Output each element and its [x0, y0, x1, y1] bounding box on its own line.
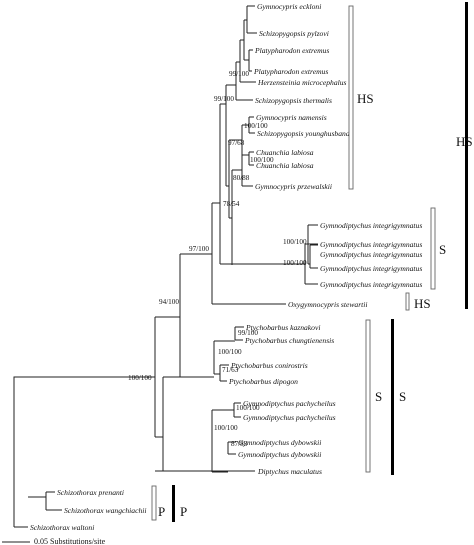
- hs-small-bar: [405, 292, 410, 311]
- branch-node-g4: [242, 152, 250, 165]
- group-labels: HS S HS HS S S P P: [158, 91, 473, 519]
- s-inner-bar: [430, 207, 436, 290]
- taxon-label: Schizopygopsis pylzovi: [259, 29, 329, 38]
- p-right-bar: [172, 485, 175, 522]
- branch-node-p2: [214, 327, 236, 342]
- support-value: 100/100: [283, 238, 307, 246]
- hs-right-bar: [465, 2, 468, 309]
- taxon-label: Gymnodiptychus dybowskii: [238, 438, 321, 447]
- branch-node-g3: [242, 117, 250, 133]
- support-value: 78/54: [223, 200, 240, 208]
- branch-node-h1: [236, 40, 241, 82]
- branch-node-h0: [240, 20, 245, 60]
- support-value: 100/100: [128, 374, 152, 382]
- support-value: 100/100: [250, 156, 274, 164]
- branch-node-outgroup: [28, 492, 47, 510]
- taxon-label: Chuanchia labiosa: [256, 148, 314, 157]
- branch-node-h3: [226, 62, 237, 100]
- branch-node-h6: [229, 170, 233, 265]
- support-value: 100/100: [283, 259, 307, 267]
- taxon-label: Chuanchia labiosa: [256, 161, 314, 170]
- branch-node-d1: [163, 410, 213, 472]
- support-value: 87/83: [231, 440, 248, 448]
- branch-node-h7: [232, 155, 243, 186]
- branch-node-i3: [308, 245, 311, 268]
- s-mid-bar: [365, 319, 371, 473]
- s-right-bar: [391, 319, 394, 475]
- support-value: 80/88: [233, 174, 250, 182]
- support-value: 71/63: [222, 366, 239, 374]
- taxon-label: Gymnodiptychus integrigymnatus: [320, 250, 422, 259]
- taxon-label: Schizothorax prenanti: [57, 488, 124, 497]
- branch-node-hs: [220, 85, 227, 186]
- branch-node-i1: [220, 244, 306, 284]
- taxon-label: Ptychobarbus kaznakovi: [245, 323, 320, 332]
- root-branch: [13, 376, 28, 527]
- branch-node-p3: [214, 365, 221, 381]
- support-value: 99/100: [214, 95, 234, 103]
- taxon-label: Gymnodiptychus pachycheilus: [243, 399, 336, 408]
- branch-node-c: [155, 254, 181, 377]
- taxon-label: Gymnocypris namensis: [256, 113, 327, 122]
- taxon-labels: Gymnocypris eckloni Schizopygopsis pylzo…: [30, 2, 422, 532]
- taxon-label: Gymnodiptychus dybowskii: [238, 450, 321, 459]
- support-value: 99/100: [229, 70, 249, 78]
- support-value: 100/100: [244, 122, 268, 130]
- taxon-label: Ptychobarbus chungtienensis: [244, 336, 334, 345]
- taxon-label: Oxygymnocypris stewartii: [288, 300, 368, 309]
- taxon-label: Platypharodon extremus: [253, 67, 328, 76]
- support-values: 99/100 99/100 100/100 97/68 100/100 80/8…: [128, 70, 307, 448]
- branch-node-g1: [244, 6, 248, 33]
- hs-small-label: HS: [414, 296, 431, 311]
- taxon-label: Diptychus maculatus: [257, 467, 322, 476]
- s-mid-label: S: [375, 389, 382, 404]
- hs-right-label: HS: [456, 134, 473, 149]
- scale-bar: 0.05 Substitutions/site: [2, 537, 106, 545]
- hs-inner-bar: [348, 5, 354, 190]
- taxon-label: Schizothorax wangchiachii: [64, 506, 146, 515]
- support-value: 100/100: [236, 404, 260, 412]
- tree-branches: [13, 5, 318, 528]
- scale-bar-label: 0.05 Substitutions/site: [34, 537, 106, 545]
- branch-node-p1: [163, 341, 215, 378]
- hs-inner-label: HS: [357, 91, 374, 106]
- p-left-bar: [151, 485, 157, 521]
- taxon-label: Gymnodiptychus pachycheilus: [243, 413, 336, 422]
- branch-node-g2: [244, 50, 250, 71]
- branch-node-d3: [212, 442, 229, 473]
- support-value: 97/68: [228, 139, 245, 147]
- p-left-label: P: [158, 504, 165, 519]
- taxon-label: Schizothorax waltoni: [30, 523, 94, 532]
- support-value: 94/100: [159, 298, 179, 306]
- support-value: 99/100: [238, 329, 258, 337]
- support-value: 100/100: [218, 348, 242, 356]
- branch-node-f: [155, 377, 164, 471]
- taxon-label: Schizopygopsis thermalis: [255, 96, 332, 105]
- taxon-label: Gymnocypris przewalskii: [255, 182, 332, 191]
- support-value: 100/100: [214, 424, 238, 432]
- taxon-label: Herzensteinia microcephalus: [257, 78, 347, 87]
- s-inner-label: S: [439, 242, 446, 257]
- branch-node-h5: [226, 140, 230, 218]
- taxon-label: Gymnodiptychus integrigymnatus: [320, 240, 422, 249]
- support-value: 97/100: [189, 245, 209, 253]
- p-right-label: P: [180, 504, 187, 519]
- s-right-label: S: [399, 389, 406, 404]
- group-bars: [151, 2, 468, 522]
- taxon-label: Ptychobarbus dipogon: [228, 377, 298, 386]
- taxon-label: Platypharodon extremus: [254, 46, 329, 55]
- branch-node-d: [180, 203, 213, 304]
- taxon-label: Gymnocypris eckloni: [257, 2, 321, 11]
- taxon-label: Ptychobarbus conirostris: [230, 361, 308, 370]
- branch-node-e: [212, 104, 221, 264]
- taxon-label: Gymnodiptychus integrigymnatus: [320, 221, 422, 230]
- taxon-label: Gymnodiptychus integrigymnatus: [320, 280, 422, 289]
- branch-node-d2: [212, 403, 235, 417]
- branch-node-a: [28, 317, 156, 437]
- taxon-label: Schizopygopsis younghusbandi: [257, 129, 352, 138]
- taxon-label: Gymnodiptychus integrigymnatus: [320, 264, 422, 273]
- branch-node-h4: [229, 125, 243, 155]
